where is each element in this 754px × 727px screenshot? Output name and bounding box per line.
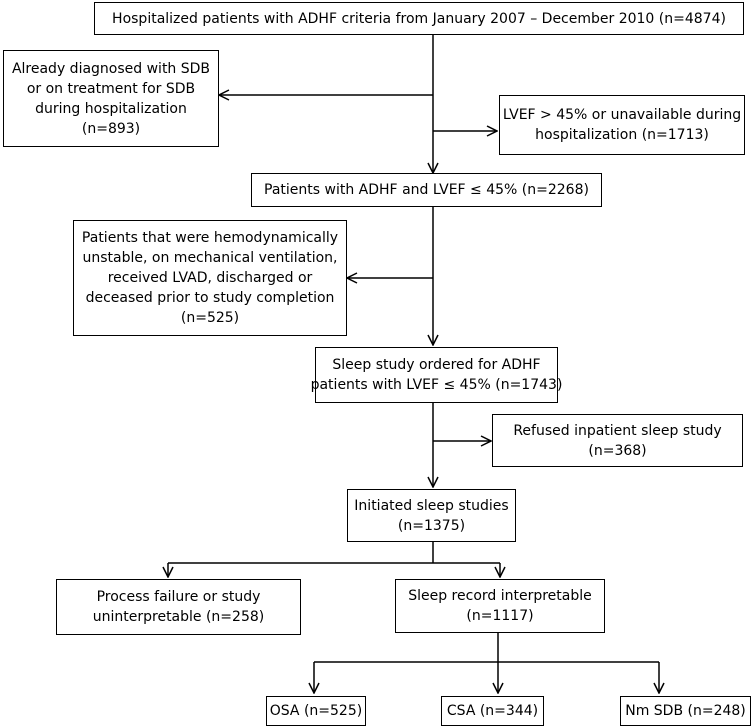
box-text-line: hospitalization (n=1713) — [535, 127, 709, 143]
box-text-line: (n=1117) — [466, 608, 534, 624]
box-text-line: Nm SDB (n=248) — [625, 703, 746, 719]
box-text-line: (n=525) — [180, 310, 240, 326]
box-excl-unstable: Patients that were hemodynamically unstab… — [73, 220, 347, 336]
box-initiated: Initiated sleep studies (n=1375) — [347, 489, 516, 542]
box-text-line: Sleep record interpretable — [408, 588, 592, 604]
box-text-line: Hospitalized patients with ADHF criteria… — [112, 10, 726, 27]
box-osa: OSA (n=525) — [266, 696, 366, 726]
box-text-line: Initiated sleep studies — [354, 497, 509, 514]
box-text-line: patients with LVEF ≤ 45% (n=1743) — [310, 377, 563, 393]
box-excl-sdb: Already diagnosed with SDB or on treatmen… — [3, 50, 219, 147]
box-text-line: LVEF > 45% or unavailable during — [502, 107, 742, 123]
box-text-line: during hospitalization — [35, 100, 187, 117]
box-text-line: deceased prior to study completion — [85, 290, 335, 306]
box-text-line: Process failure or study — [96, 589, 261, 605]
box-ordered: Sleep study ordered for ADHF patients wit… — [311, 347, 562, 403]
box-refused: Refused inpatient sleep study (n=368) — [492, 414, 743, 467]
box-text-line: Patients that were hemodynamically — [81, 230, 339, 246]
box-interpretable: Sleep record interpretable (n=1117) — [395, 579, 605, 633]
box-text-line: uninterpretable (n=258) — [92, 609, 265, 625]
box-failure: Process failure or study uninterpretable … — [56, 579, 301, 635]
box-nmsdb: Nm SDB (n=248) — [620, 696, 751, 726]
box-text-line: Refused inpatient sleep study — [513, 422, 722, 439]
box-text-line: (n=1375) — [397, 517, 466, 534]
box-excl-lvef: LVEF > 45% or unavailable during hospital… — [499, 95, 745, 155]
box-start: Hospitalized patients with ADHF criteria… — [94, 2, 744, 35]
box-text-line: (n=368) — [588, 442, 647, 459]
box-text-line: (n=893) — [81, 120, 141, 137]
box-text-line: Sleep study ordered for ADHF — [332, 357, 541, 373]
box-text-line: Patients with ADHF and LVEF ≤ 45% (n=226… — [264, 182, 589, 198]
box-csa: CSA (n=344) — [441, 696, 544, 726]
box-text-line: OSA (n=525) — [269, 703, 363, 719]
box-text-line: CSA (n=344) — [446, 703, 539, 719]
box-text-line: unstable, on mechanical ventilation, — [82, 250, 338, 266]
box-text-line: Already diagnosed with SDB — [11, 60, 211, 77]
box-lvef-pool: Patients with ADHF and LVEF ≤ 45% (n=226… — [251, 173, 602, 207]
box-text-line: or on treatment for SDB — [26, 80, 196, 97]
box-text-line: received LVAD, discharged or — [107, 270, 313, 286]
